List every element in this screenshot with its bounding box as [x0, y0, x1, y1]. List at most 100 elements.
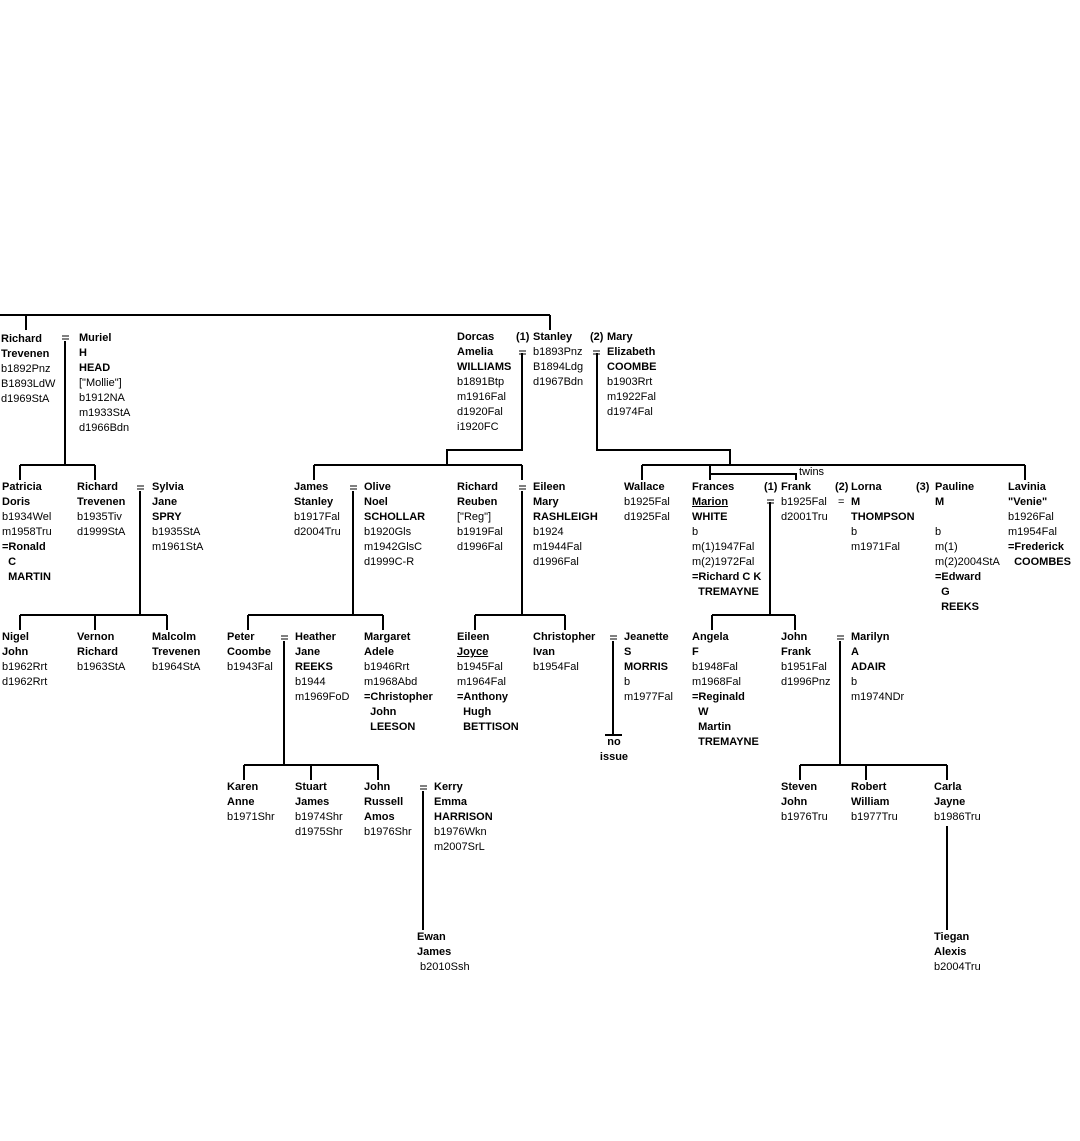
person-line: John	[364, 781, 391, 793]
person-line: Marion	[692, 496, 729, 508]
line-james-olive-children	[247, 491, 384, 630]
person-line: Alexis	[934, 946, 967, 958]
line-top-bar	[0, 314, 551, 330]
person-line: TREMAYNE	[692, 736, 759, 748]
person-line: Stuart	[295, 781, 327, 793]
person-line: Adele	[364, 646, 394, 658]
person-line: b1891Btp	[457, 376, 505, 388]
person-line: b1925Fal	[781, 496, 827, 508]
person-line: Joyce	[457, 646, 489, 658]
person-line: Doris	[2, 496, 31, 508]
person-line: G	[935, 586, 950, 598]
person-line: b1951Fal	[781, 661, 827, 673]
person-line: Stanley	[533, 331, 573, 343]
person-line: m1969FoD	[295, 691, 350, 703]
person-line: m(1)1947Fal	[692, 541, 755, 553]
person-line: F	[692, 646, 699, 658]
person-line: Ivan	[533, 646, 556, 658]
person-line: B1893LdW	[1, 378, 56, 390]
marriage-mark-dorcas-stanley	[519, 350, 526, 355]
person-line: d1920Fal	[457, 406, 503, 418]
line-reuben-eileen-children	[474, 491, 566, 630]
line-stanley-mary-children	[596, 353, 1026, 480]
person-line: ["Reg"]	[457, 511, 492, 523]
person-line: d1996Fal	[533, 556, 579, 568]
person-line: b1943Fal	[227, 661, 273, 673]
person-line: b1919Fal	[457, 526, 503, 538]
person-line: m1916Fal	[457, 391, 506, 403]
no-issue-line-2: issue	[599, 751, 629, 763]
person-line: b1946Rrt	[364, 661, 410, 673]
person-line: b1964StA	[152, 661, 201, 673]
person-line: Pauline	[935, 481, 975, 493]
person-line: Nigel	[2, 631, 29, 643]
person-line: b1926Fal	[1008, 511, 1054, 523]
person-line: b1974Shr	[295, 811, 343, 823]
person-line: TREMAYNE	[692, 586, 759, 598]
person-line: m1944Fal	[533, 541, 582, 553]
person-line: Jeanette	[624, 631, 669, 643]
person-line: =Christopher	[364, 691, 433, 703]
person-line: b1934Wel	[2, 511, 52, 523]
no-issue-line-1: no	[607, 736, 621, 748]
line-frank-children	[711, 502, 796, 630]
person-line: John	[364, 706, 397, 718]
person-line	[935, 510, 1000, 525]
person-line: b1935Tiv	[77, 511, 122, 523]
lorna-equals-mark: =	[838, 496, 845, 508]
person-line: Carla	[934, 781, 962, 793]
person-line: b1935StA	[152, 526, 201, 538]
person-line: ["Mollie"]	[79, 377, 122, 389]
person-line: m1961StA	[152, 541, 204, 553]
person-line: Wallace	[624, 481, 665, 493]
person-line: Jayne	[934, 796, 966, 808]
person-line: m(2)1972Fal	[692, 556, 755, 568]
person-line: d1962Rrt	[2, 676, 48, 688]
person-line: MARTIN	[2, 571, 51, 583]
person-line: b1893Pnz	[533, 346, 583, 358]
person-line: James	[295, 796, 330, 808]
marriage-mark-reuben-eileen	[519, 485, 526, 490]
line-richard-sylvia-children	[19, 491, 168, 630]
line-dorcas-stanley-children	[313, 353, 523, 480]
person-line: Heather	[295, 631, 336, 643]
person-line: BETTISON	[457, 721, 519, 733]
line-johnfrank-marilyn-children	[799, 641, 948, 780]
person-line: Margaret	[364, 631, 411, 643]
person-line: b1925Fal	[624, 496, 670, 508]
person-line: HARRISON	[434, 811, 493, 823]
person-line: SPRY	[152, 511, 182, 523]
person-line: m1968Fal	[692, 676, 741, 688]
marriage-mark-james-olive	[350, 485, 357, 490]
marriage-number-frank-3: (3)	[916, 481, 930, 493]
person-line: Frank	[781, 646, 811, 658]
person-line: COOMBES	[1008, 556, 1071, 568]
person-line: Stanley	[294, 496, 334, 508]
person-line: m1922Fal	[607, 391, 656, 403]
person-line: Hugh	[457, 706, 492, 718]
person-line: H	[79, 347, 87, 359]
person-line: b2010Ssh	[417, 961, 470, 973]
person-line: b1917Fal	[294, 511, 340, 523]
person-line: "Venie"	[1008, 496, 1048, 508]
marriage-mark-peter-heather	[281, 635, 288, 640]
marriage-mark-john-kerry	[420, 785, 427, 790]
person-line: =Reginald	[692, 691, 745, 703]
person-line: William	[851, 796, 890, 808]
